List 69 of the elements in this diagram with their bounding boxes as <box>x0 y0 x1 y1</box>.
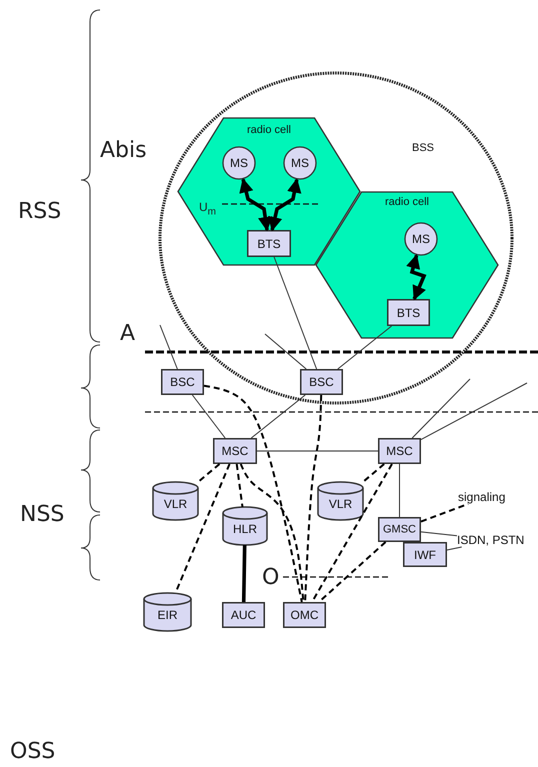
mobile-station-circle <box>404 222 438 256</box>
node-label: IWF <box>414 548 436 560</box>
mobile-station-circle <box>222 146 256 180</box>
node-label: radio cell <box>384 197 430 208</box>
network-element-box <box>378 517 421 542</box>
network-element-box <box>283 602 326 628</box>
node-label: VLR <box>328 498 352 510</box>
network-element-box <box>403 542 447 567</box>
signaling-link <box>240 464 304 602</box>
connection-line <box>160 324 178 370</box>
connection-line <box>264 334 307 370</box>
radio-cell <box>316 192 498 338</box>
node-label: VLR <box>164 498 188 510</box>
node-label: HLR <box>233 523 257 536</box>
node-label: MSC <box>222 445 248 457</box>
connection-line <box>399 464 400 518</box>
signaling-link <box>204 384 303 602</box>
network-element-box <box>247 230 291 257</box>
signaling-link <box>420 503 468 522</box>
network-element-box <box>378 438 421 464</box>
radio-link-arrow <box>406 254 426 300</box>
node-label: MS <box>291 157 309 169</box>
connection-line <box>250 394 306 438</box>
interface-label: U$_{m}$ <box>199 201 216 218</box>
interface-label: OSS <box>10 741 56 763</box>
node-label: MS <box>412 233 430 245</box>
node-label: radio cell <box>246 125 292 136</box>
signaling-link <box>318 541 386 603</box>
radio-link-arrow <box>268 178 302 232</box>
node-label: BSC <box>309 376 334 388</box>
connection-line <box>420 531 458 536</box>
node-label: BSC <box>170 376 195 388</box>
signaling-link <box>236 464 244 508</box>
connection-line <box>256 450 378 452</box>
node-label: OMC <box>290 609 318 621</box>
network-element-box <box>300 369 343 395</box>
mobile-station-circle <box>283 146 317 180</box>
node-label: GMSC <box>383 524 416 535</box>
connection-line <box>242 544 246 602</box>
connection-line <box>412 378 470 438</box>
node-label: BTS <box>257 238 281 250</box>
radio-cell <box>178 118 360 265</box>
radio-link-arrow <box>239 178 272 232</box>
interface-label: RSS <box>18 201 62 223</box>
interface-label: signaling <box>458 490 516 504</box>
interface-label: A <box>120 323 136 345</box>
node-label: BSS <box>412 143 434 154</box>
signaling-link <box>311 464 393 602</box>
node-label: MS <box>230 157 248 169</box>
connection-line <box>420 382 528 440</box>
connection-line <box>446 546 462 550</box>
network-element-box <box>387 299 430 326</box>
node-label: BTS <box>396 306 420 318</box>
signaling-link <box>304 394 322 602</box>
connection-line <box>192 394 226 438</box>
interface-label: O <box>262 567 280 589</box>
connection-line <box>337 326 392 370</box>
signaling-link <box>197 463 220 483</box>
signaling-link <box>362 463 385 483</box>
interface-label: NSS <box>20 504 64 526</box>
network-element-box <box>222 602 265 628</box>
interface-label: Abis <box>100 140 147 162</box>
node-label: EIR <box>158 609 178 622</box>
node-label: MSC <box>386 445 413 457</box>
node-label: AUC <box>230 609 256 621</box>
interface-label: ISDN, PSTN <box>457 533 535 547</box>
network-element-box <box>213 438 257 464</box>
subsystem-boundary <box>160 73 512 403</box>
network-element-box <box>161 369 204 395</box>
